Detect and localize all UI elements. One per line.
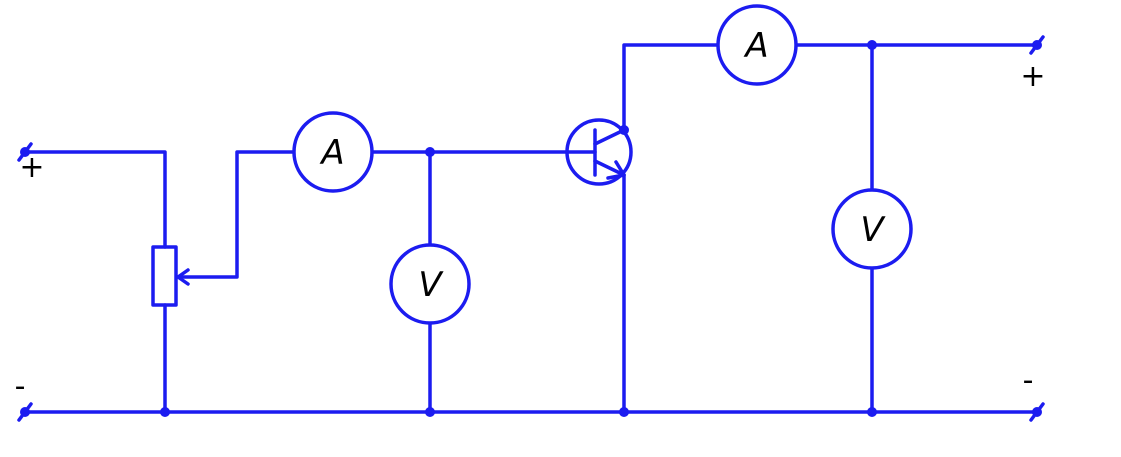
junction-dot-collector [619, 125, 629, 135]
output-voltmeter-circle [831, 188, 913, 270]
input-plus-wire [23, 150, 167, 249]
terminal-input-plus [17, 142, 33, 162]
output-ammeter: A [716, 4, 798, 86]
input-plus-sign: + [19, 150, 44, 185]
input-ammeter-circle [292, 111, 374, 193]
input-voltmeter-circle [389, 243, 471, 325]
junction-dot-ground-emitter [619, 407, 629, 417]
terminal-output-minus [1029, 402, 1045, 422]
output-ammeter-circle [716, 4, 798, 86]
junction-dot-ground-pot [160, 407, 170, 417]
collector-wire [622, 43, 720, 132]
transistor-emitter-lead [593, 159, 626, 177]
output-voltmeter: V [831, 188, 913, 270]
potentiometer-wiper-arrow [176, 268, 190, 286]
transistor-envelope [565, 118, 633, 186]
npn-transistor [565, 118, 633, 186]
potentiometer-body [151, 245, 178, 307]
output-plus-sign: + [1020, 59, 1045, 94]
junction-dot-ground-vin [425, 407, 435, 417]
output-minus-sign: - [1023, 363, 1034, 398]
input-ammeter: A [292, 111, 374, 193]
junction-dot-base [425, 147, 435, 157]
transistor-emitter-arrow [606, 160, 626, 180]
junction-dot-ground-vout [867, 407, 877, 417]
terminal-output-plus [1029, 35, 1045, 55]
input-voltmeter-label: V [418, 265, 444, 305]
terminal-input-minus [17, 402, 33, 422]
junction-dot-output-top [867, 40, 877, 50]
input-voltmeter: V [389, 243, 471, 325]
transistor-collector-lead [593, 128, 626, 146]
output-ammeter-label: A [743, 26, 768, 66]
wiper-wire [176, 150, 296, 279]
input-ammeter-label: A [319, 133, 344, 173]
input-minus-sign: - [15, 369, 26, 404]
output-voltmeter-label: V [860, 210, 886, 250]
